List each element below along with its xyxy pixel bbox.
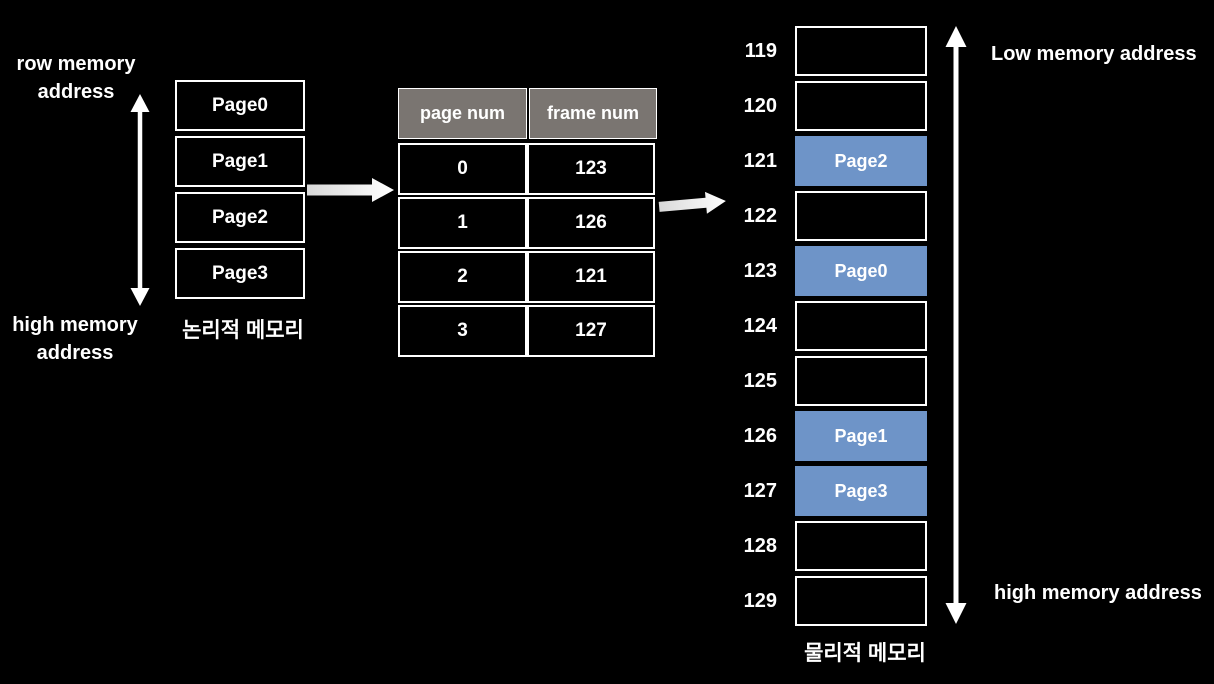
left-double-arrow-icon	[130, 94, 150, 306]
page-table-header: page num frame num	[398, 88, 657, 139]
page-table-row2-page: 2	[398, 251, 527, 303]
frame-row-124: 124	[705, 301, 927, 351]
logical-page-box-0: Page0	[175, 80, 305, 131]
page-num-header: page num	[398, 88, 527, 139]
frame-box-123-page0: Page0	[795, 246, 927, 296]
frame-row-120: 120	[705, 81, 927, 131]
frame-address: 127	[743, 479, 777, 502]
frame-row-119: 119	[705, 26, 927, 76]
frame-row-128: 128	[705, 521, 927, 571]
frame-address: 121	[743, 149, 777, 172]
frame-address: 124	[743, 314, 777, 337]
logical-memory-caption: 논리적 메모리	[182, 319, 304, 342]
frame-box-121-page2: Page2	[795, 136, 927, 186]
frame-box-119	[795, 26, 927, 76]
frame-address: 122	[743, 204, 777, 227]
physical-memory-column: 119 120 121 Page2 122 123 Page0 124	[705, 26, 927, 626]
frame-row-123: 123 Page0	[705, 246, 927, 296]
logical-page-box-2: Page2	[175, 192, 305, 243]
frame-box-125	[795, 356, 927, 406]
frame-address: 128	[743, 534, 777, 557]
frame-num-header: frame num	[529, 88, 657, 139]
high-memory-address-left-line1: high memory	[12, 314, 138, 336]
physical-memory-caption: 물리적 메모리	[804, 642, 926, 665]
frame-box-129	[795, 576, 927, 626]
arrow-logical-to-table-icon	[307, 178, 394, 202]
frame-address: 129	[743, 589, 777, 612]
frame-address: 119	[744, 39, 777, 62]
frame-box-124	[795, 301, 927, 351]
logical-memory-column: Page0 Page1 Page2 Page3	[175, 80, 305, 299]
frame-row-126: 126 Page1	[705, 411, 927, 461]
page-table-body: 0 123 1 126 2 121 3 127	[398, 143, 655, 357]
logical-page-box-1: Page1	[175, 136, 305, 187]
row-memory-address-label: row memory address	[2, 50, 150, 106]
frame-box-122	[795, 191, 927, 241]
frame-address: 120	[743, 94, 777, 117]
high-memory-address-label-left: high memory address	[0, 311, 150, 367]
page-table-row3-frame: 127	[527, 305, 655, 357]
page-table-row2-frame: 121	[527, 251, 655, 303]
frame-box-120	[795, 81, 927, 131]
row-memory-address-line2: address	[37, 81, 115, 103]
high-memory-address-left-line2: address	[36, 342, 114, 364]
page-table-row0-page: 0	[398, 143, 527, 195]
frame-address: 126	[743, 424, 777, 447]
frame-row-125: 125	[705, 356, 927, 406]
frame-row-121: 121 Page2	[705, 136, 927, 186]
page-table-row1-page: 1	[398, 197, 527, 249]
row-memory-address-line1: row memory	[16, 53, 136, 75]
frame-address: 123	[743, 259, 777, 282]
frame-box-128	[795, 521, 927, 571]
frame-row-122: 122	[705, 191, 927, 241]
low-memory-address-label: Low memory address	[991, 43, 1197, 65]
right-double-arrow-icon	[945, 26, 967, 624]
frame-box-126-page1: Page1	[795, 411, 927, 461]
logical-page-box-3: Page3	[175, 248, 305, 299]
high-memory-address-label-right: high memory address	[994, 582, 1202, 604]
page-table-row1-frame: 126	[527, 197, 655, 249]
frame-box-127-page3: Page3	[795, 466, 927, 516]
page-table-row0-frame: 123	[527, 143, 655, 195]
page-table-row3-page: 3	[398, 305, 527, 357]
frame-row-127: 127 Page3	[705, 466, 927, 516]
frame-address: 125	[743, 369, 777, 392]
frame-row-129: 129	[705, 576, 927, 626]
